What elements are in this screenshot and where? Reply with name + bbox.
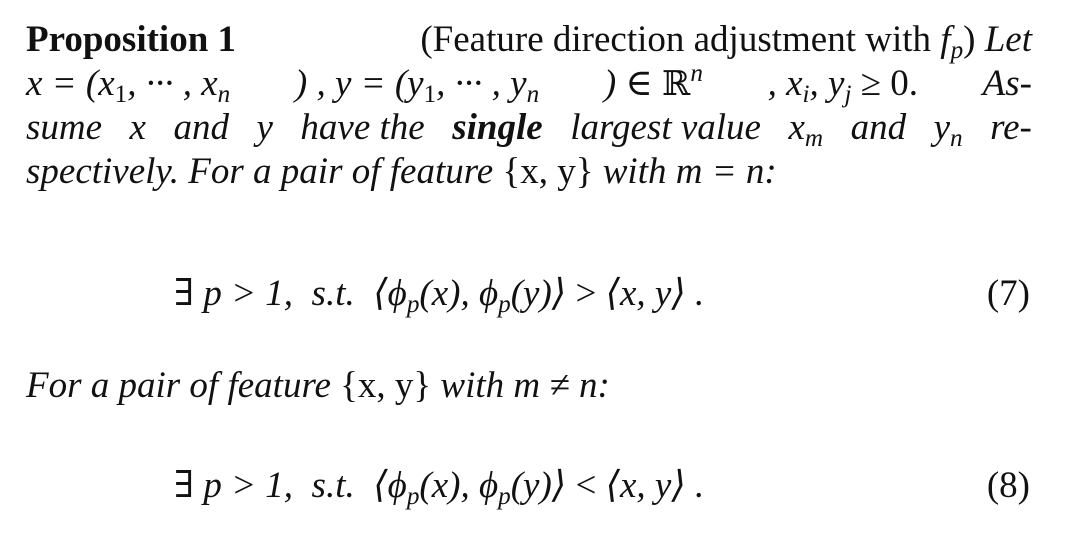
re-word: re- [990, 107, 1032, 148]
y-definition: ) , y = (y1, ··· , yn [294, 62, 540, 109]
middle-text-line: For a pair of feature {x, y} with m ≠ n: [26, 364, 610, 408]
equation-number-7: (7) [986, 273, 1030, 314]
phi-sub-2: p [498, 291, 511, 319]
x-m-sub: m [804, 125, 824, 153]
and-word: and [173, 107, 229, 148]
title-close: ) [963, 19, 976, 60]
x-m: xm [788, 106, 824, 153]
exists-symbol: ∃ [174, 465, 204, 506]
y-n: yn [933, 106, 963, 153]
title-symbol-sub: p [950, 37, 964, 65]
real-space: ) ∈ ℝn [603, 60, 703, 106]
element-of: ) ∈ [603, 63, 663, 104]
proposition-line-3: sume x and y have the single largest val… [26, 106, 1032, 153]
have-the-words: have the [300, 107, 425, 148]
with-word-2: with [440, 365, 505, 406]
line-4-text: spectively. For a pair of feature [26, 151, 494, 192]
sume-word: sume [26, 107, 103, 148]
y-n-base: y [933, 107, 951, 148]
proposition-label: Proposition 1 [26, 18, 236, 62]
inner-product-rhs: ⟨x, y⟩ . [596, 273, 705, 314]
p-gt-1: p > 1, [203, 273, 294, 314]
proposition-title: (Feature direction adjustment with fp) L… [420, 18, 1032, 63]
x-def-text: x = (x [26, 63, 115, 104]
p-gt-1: p > 1, [203, 465, 294, 506]
var-x: x [129, 107, 146, 148]
proposition-line-4: spectively. For a pair of feature {x, y}… [26, 150, 777, 194]
feature-set: {x, y} [502, 151, 594, 192]
condition-not-equal: m ≠ n: [513, 365, 610, 406]
phi-open: ⟨ϕ [373, 273, 407, 314]
phi-sub-1: p [406, 291, 420, 319]
var-y: y [256, 107, 273, 148]
relation-greater: > [575, 273, 597, 314]
y-n-sub: n [950, 125, 963, 153]
xi-sub: i [802, 81, 810, 109]
x-dots: , ··· , x [127, 63, 218, 104]
single-emphasis: single [452, 107, 543, 148]
yj-sub: j [844, 81, 852, 109]
phi-mid-2: (y)⟩ [510, 465, 576, 506]
geq-zero: ≥ 0. [851, 63, 918, 104]
xi: , x [767, 63, 803, 104]
title-symbol-f: f [940, 19, 951, 60]
phi-open: ⟨ϕ [373, 465, 407, 506]
y-sub-1: 1 [423, 81, 437, 109]
equation-number-8: (8) [986, 465, 1030, 506]
phi-sub-2: p [498, 483, 511, 511]
proposition-line-1: Proposition 1 (Feature direction adjustm… [26, 18, 1032, 63]
such-that: s.t. [311, 273, 355, 314]
let-word: Let [984, 19, 1032, 60]
title-symbol: fp [940, 19, 963, 63]
and-word-2: and [850, 107, 907, 148]
real-sup-n: n [690, 60, 703, 88]
y-def-text: ) , y = (y [294, 63, 424, 104]
proposition-label-text: Proposition 1 [26, 19, 237, 60]
condition-equal: m = n: [675, 151, 777, 192]
phi-mid-1: (x), ϕ [419, 273, 499, 314]
yj: , y [809, 63, 845, 104]
exists-symbol: ∃ [174, 273, 204, 314]
largest-value-words: largest value [570, 107, 761, 148]
real-numbers-symbol: ℝ [662, 64, 691, 104]
x-m-base: x [788, 107, 805, 148]
equation-8-body: ∃ p > 1, s.t. ⟨ϕp(x), ϕp(y)⟩ < ⟨x, y⟩ . [174, 464, 705, 511]
proposition-line-2: x = (x1, ··· , xn ) , y = (y1, ··· , yn … [26, 60, 1032, 109]
as-word: As- [982, 63, 1032, 104]
x-sub-1: 1 [114, 81, 128, 109]
equation-7-body: ∃ p > 1, s.t. ⟨ϕp(x), ϕp(y)⟩ > ⟨x, y⟩ . [174, 272, 705, 319]
nonnegativity: , xi, yj ≥ 0. [767, 62, 918, 109]
phi-mid-1: (x), ϕ [419, 465, 499, 506]
phi-sub-1: p [406, 483, 420, 511]
inner-product-rhs: ⟨x, y⟩ . [596, 465, 705, 506]
y-dots: , ··· , y [436, 63, 527, 104]
phi-mid-2: (y)⟩ [510, 273, 576, 314]
title-text: (Feature direction adjustment with [420, 19, 941, 60]
y-sub-n: n [526, 81, 540, 109]
relation-less: < [575, 465, 597, 506]
with-word: with [602, 151, 667, 192]
middle-text: For a pair of feature [26, 365, 331, 406]
such-that: s.t. [311, 465, 355, 506]
x-definition: x = (x1, ··· , xn [26, 62, 231, 109]
x-sub-n: n [217, 81, 231, 109]
feature-set-2: {x, y} [340, 365, 432, 406]
